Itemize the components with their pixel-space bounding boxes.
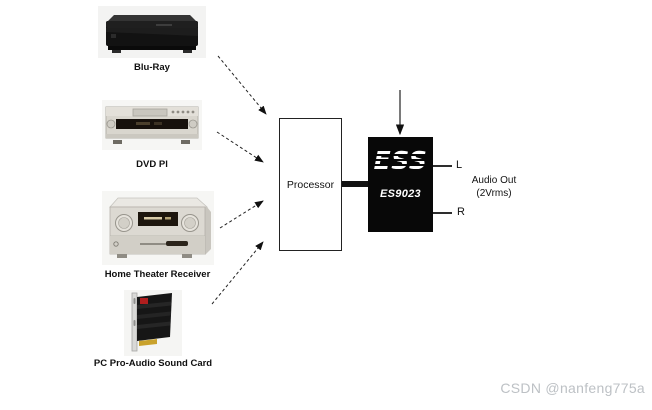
blu-ray-player-icon: [98, 6, 206, 58]
dac-part-number: ES9023: [380, 188, 421, 200]
arrow-soundcard-to-processor: [211, 241, 264, 305]
audio-out-line2: (2Vrms): [476, 188, 512, 199]
ess-logo-stripes: [369, 151, 432, 173]
left-pin-label: L: [456, 159, 463, 171]
audio-out-caption: Audio Out (2Vrms): [461, 174, 527, 200]
av-receiver-icon: [101, 191, 214, 265]
pci-sound-card-icon: [124, 290, 182, 356]
dac-chip-block: ESS ES9023: [368, 137, 433, 232]
source-dvd-player: DVD Pl: [98, 100, 206, 170]
dvd-player-icon: [102, 100, 202, 150]
processor-block: Processor: [279, 118, 342, 251]
source-label: Blu-Ray: [134, 62, 170, 73]
arrow-receiver-to-processor: [219, 200, 264, 229]
watermark: CSDN @nanfeng775a: [500, 380, 645, 396]
source-blu-ray: Blu-Ray: [96, 6, 208, 73]
audio-out-line1: Audio Out: [471, 175, 517, 186]
right-pin-label: R: [457, 206, 465, 218]
source-pc-sound-card: PC Pro-Audio Sound Card: [88, 290, 218, 369]
source-label: Home Theater Receiver: [104, 269, 211, 280]
processor-label: Processor: [286, 178, 335, 191]
ess-logo: ESS: [369, 148, 432, 174]
arrow-blu-ray-to-processor: [217, 55, 267, 115]
source-label: DVD Pl: [136, 159, 168, 170]
arrow-dvd-to-processor: [216, 131, 264, 163]
source-home-theater-receiver: Home Theater Receiver: [100, 191, 215, 280]
source-label: PC Pro-Audio Sound Card: [93, 358, 213, 369]
